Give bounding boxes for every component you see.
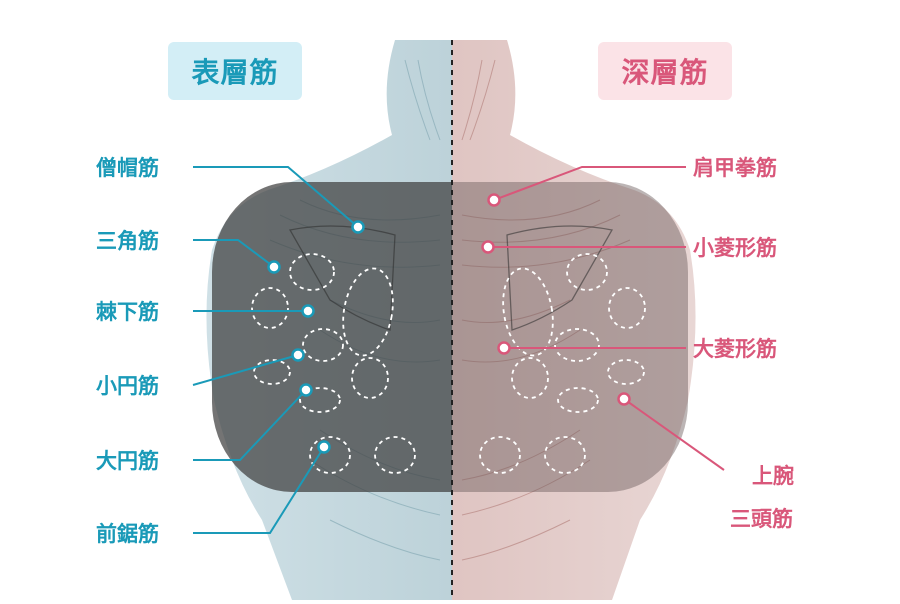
- teres-major-marker: [299, 383, 313, 397]
- label-teres-minor: 小円筋: [96, 374, 159, 398]
- rhomboid-major-marker: [497, 341, 511, 355]
- superficial-muscles-header: 表層筋: [168, 42, 302, 100]
- label-deltoid: 三角筋: [96, 229, 159, 253]
- label-serratus-anterior: 前鋸筋: [96, 522, 159, 546]
- levator-scapulae-marker: [487, 193, 501, 207]
- pressure-zones-right: [479, 253, 646, 474]
- deep-muscles-header: 深層筋: [598, 42, 732, 100]
- deep-muscle-body: [452, 40, 696, 600]
- label-rhomboid-major: 大菱形筋: [693, 337, 777, 361]
- pad-overlay-left: [212, 182, 452, 492]
- label-teres-major: 大円筋: [96, 449, 159, 473]
- pad-overlay-right: [452, 182, 688, 492]
- triceps-marker: [617, 392, 631, 406]
- deep-leader-lines: [488, 166, 725, 471]
- pressure-zones-left: [251, 253, 416, 474]
- serratus-anterior-marker: [317, 440, 331, 454]
- label-rhomboid-minor: 小菱形筋: [693, 236, 777, 260]
- rhomboid-minor-marker: [481, 240, 495, 254]
- infraspinatus-marker: [301, 304, 315, 318]
- deltoid-marker: [267, 260, 281, 274]
- label-infraspinatus: 棘下筋: [96, 300, 159, 324]
- label-trapezius: 僧帽筋: [96, 156, 159, 180]
- superficial-leader-lines: [192, 166, 359, 534]
- label-triceps-line2: 三頭筋: [730, 507, 793, 531]
- label-triceps-line1: 上腕: [752, 464, 794, 488]
- label-levator-scapulae: 肩甲拳筋: [693, 156, 777, 180]
- teres-minor-marker: [291, 348, 305, 362]
- trapezius-marker: [351, 220, 365, 234]
